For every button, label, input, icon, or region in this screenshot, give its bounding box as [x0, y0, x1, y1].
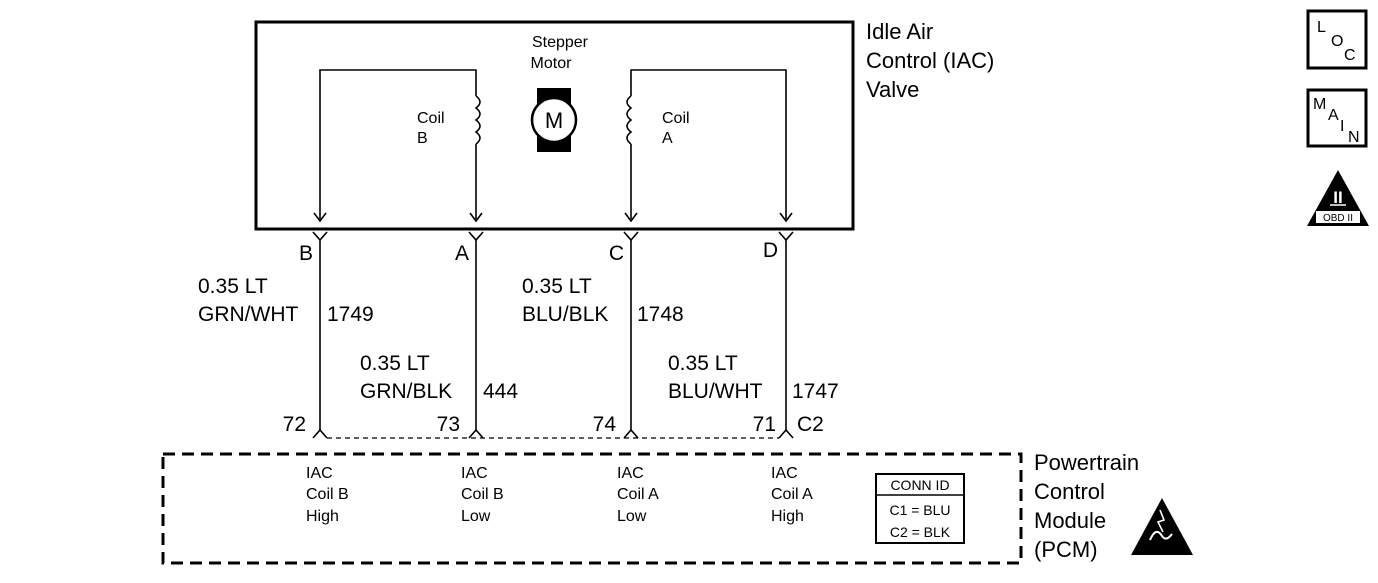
esd-warning-icon — [1131, 498, 1193, 555]
wire-444-circuit: 444 — [483, 380, 518, 403]
terminal-d: D — [763, 239, 778, 262]
pcm-circuit-2-line-1: IAC — [461, 465, 488, 482]
obd-ii-icon[interactable]: II OBD II — [1307, 170, 1369, 226]
loc-letter-c: C — [1344, 47, 1356, 64]
conn-id-box: CONN ID C1 = BLU C2 = BLK — [875, 473, 965, 544]
pcm-circuit-1-line-3: High — [306, 508, 339, 525]
conn-id-row-2: C2 = BLK — [890, 524, 951, 540]
obd-numeral: II — [1333, 188, 1342, 207]
coil-a-winding — [626, 95, 633, 145]
connector-a-chevron — [468, 231, 484, 242]
pcm-circuit-2-line-3: Low — [461, 508, 491, 525]
loc-letter-o: O — [1331, 33, 1343, 50]
wire-1748-circuit: 1748 — [637, 303, 684, 326]
iac-title-1: Idle Air — [866, 19, 933, 44]
pcm-circuit-3-line-1: IAC — [617, 465, 644, 482]
pcm-pin-72: 72 — [283, 413, 306, 436]
pcm-circuit-2-line-2: Coil B — [461, 486, 504, 503]
pcm-title-4: (PCM) — [1034, 537, 1098, 562]
motor-icon: M — [530, 88, 578, 152]
wire-444-gauge: 0.35 LT — [360, 352, 430, 375]
wire-1748-gauge: 0.35 LT — [522, 275, 592, 298]
motor-symbol: M — [545, 108, 563, 133]
conn-id-row-1: C1 = BLU — [889, 502, 950, 518]
main-letter-i: I — [1340, 118, 1344, 135]
pcm-pin-74: 74 — [593, 413, 617, 436]
wire-1749-circuit: 1749 — [327, 303, 374, 326]
coil-b-label-2: B — [417, 130, 428, 147]
iac-valve-box — [254, 20, 855, 231]
pcm-pin-73: 73 — [437, 413, 460, 436]
obd-label: OBD II — [1323, 213, 1353, 224]
pcm-box — [161, 452, 1023, 565]
wire-1747-circuit: 1747 — [792, 380, 839, 403]
wire-1748-color: BLU/BLK — [522, 303, 608, 326]
stepper-motor-label-2: Motor — [531, 55, 573, 72]
wire-1747-color: BLU/WHT — [668, 380, 763, 403]
pcm-title-2: Control — [1034, 479, 1105, 504]
wire-1747-gauge: 0.35 LT — [668, 352, 738, 375]
connector-b-chevron — [312, 231, 328, 242]
wire-1749-gauge: 0.35 LT — [198, 275, 268, 298]
pcm-circuit-1-line-1: IAC — [306, 465, 333, 482]
coil-a-label-2: A — [662, 130, 673, 147]
pcm-circuit-1-line-2: Coil B — [306, 486, 349, 503]
pcm-pin-71: 71 — [753, 413, 776, 436]
coil-a-label-1: Coil — [662, 110, 690, 127]
wire-1749-color: GRN/WHT — [198, 303, 298, 326]
pcm-circuit-4-line-3: High — [771, 508, 804, 525]
connector-c-chevron — [623, 231, 639, 242]
stepper-motor-label-1: Stepper — [532, 34, 589, 51]
terminal-c: C — [609, 242, 624, 265]
connector-d-chevron — [778, 231, 794, 242]
main-letter-n: N — [1348, 129, 1360, 146]
iac-title-3: Valve — [866, 77, 919, 102]
conn-id-title: CONN ID — [890, 477, 949, 493]
coil-a-loop-wire — [630, 69, 787, 219]
main-badge[interactable]: M A I N — [1306, 88, 1368, 148]
coil-b-label-1: Coil — [417, 110, 445, 127]
coil-b-loop-wire — [319, 69, 477, 219]
coil-b-winding — [474, 95, 481, 145]
terminal-b: B — [299, 242, 313, 265]
pcm-title-3: Module — [1034, 508, 1106, 533]
wire-444-color: GRN/BLK — [360, 380, 452, 403]
loc-letter-l: L — [1317, 19, 1326, 36]
pcm-circuit-4-line-2: Coil A — [771, 486, 813, 503]
iac-title-2: Control (IAC) — [866, 48, 994, 73]
pcm-circuit-3-line-2: Coil A — [617, 486, 659, 503]
loc-badge[interactable]: L O C — [1306, 9, 1368, 70]
main-letter-a: A — [1328, 107, 1339, 124]
pcm-title-1: Powertrain — [1034, 450, 1139, 475]
pcm-connector-c2: C2 — [797, 413, 824, 436]
main-letter-m: M — [1313, 96, 1326, 113]
pcm-circuit-3-line-3: Low — [617, 508, 647, 525]
pcm-circuit-4-line-1: IAC — [771, 465, 798, 482]
terminal-a: A — [455, 242, 469, 265]
